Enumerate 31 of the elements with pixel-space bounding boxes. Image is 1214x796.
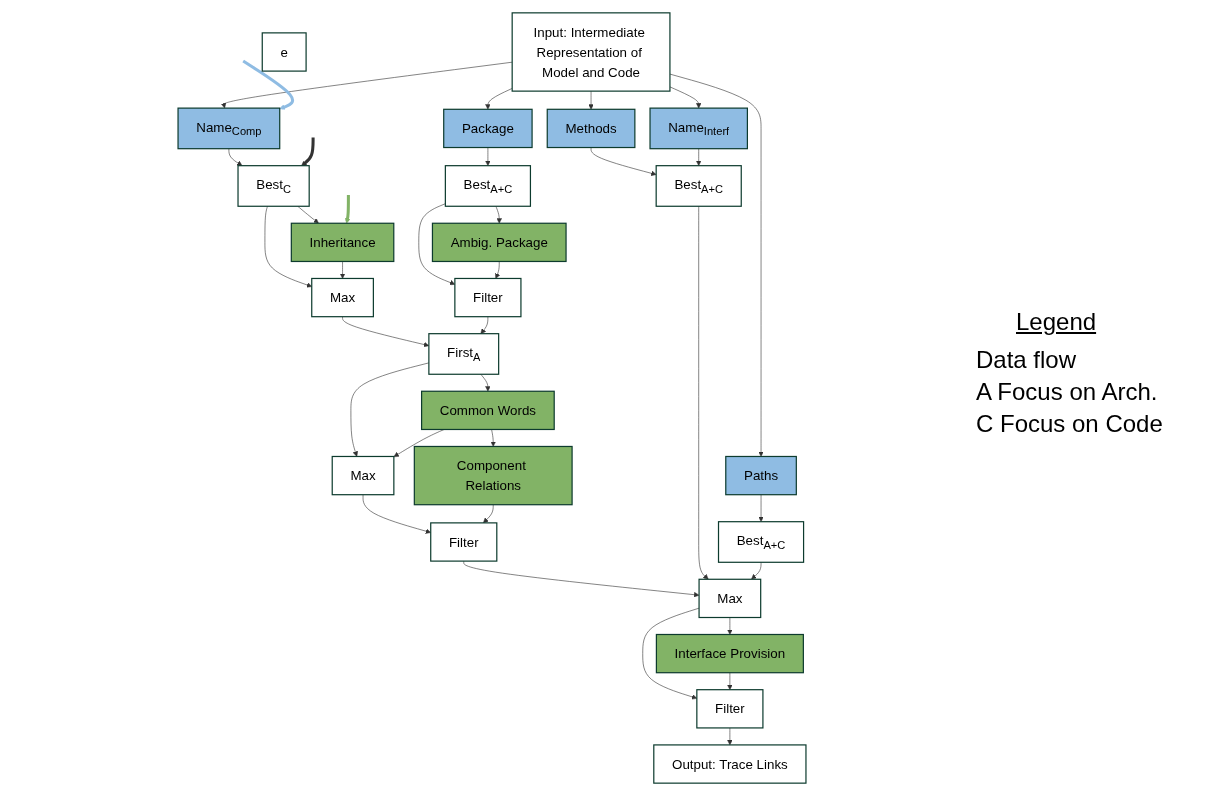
node-box: Best$_{C}$	[237, 165, 310, 207]
node-box: First$_{A}$	[428, 333, 500, 375]
node-box: Output: Trace Links	[653, 744, 807, 784]
legend-title: Legend	[1016, 308, 1097, 336]
node-box: Component Relations	[413, 445, 573, 506]
node-box: Max	[311, 277, 374, 318]
node-box: Interface Provision	[655, 633, 804, 674]
arrow	[242, 59, 294, 110]
arrow	[301, 137, 315, 166]
node-box: Filter	[696, 689, 764, 729]
node-box: Ambig. Package	[431, 222, 567, 263]
node-box: Inheritance	[290, 222, 395, 263]
legend-text: A Focus on Arch.	[976, 378, 1158, 406]
arrow	[345, 195, 351, 224]
node-box: Methods	[546, 108, 636, 149]
node-box: Name$_{Interf}$	[649, 107, 748, 150]
node-box: Max	[331, 455, 395, 496]
node-box: Filter	[454, 277, 522, 318]
node-box: Paths	[725, 455, 797, 496]
node-box: Package	[443, 108, 533, 149]
node-box: Max	[698, 578, 762, 619]
legend-text: C Focus on Code	[976, 410, 1163, 438]
node-box: Input: Intermediate Representation of Model and Code	[511, 12, 671, 92]
node-box: Best$_{A+C}$	[444, 165, 532, 207]
node-box: Name$_{Comp}$	[177, 107, 281, 150]
legend-text: Data flow	[976, 346, 1077, 374]
node-box: Filter	[430, 522, 498, 562]
node-box: Common Words	[421, 390, 555, 431]
node-box: Best$_{A+C}$	[655, 165, 742, 207]
node-box: Best$_{A+C}$	[717, 521, 805, 563]
node-box: e	[261, 32, 307, 72]
